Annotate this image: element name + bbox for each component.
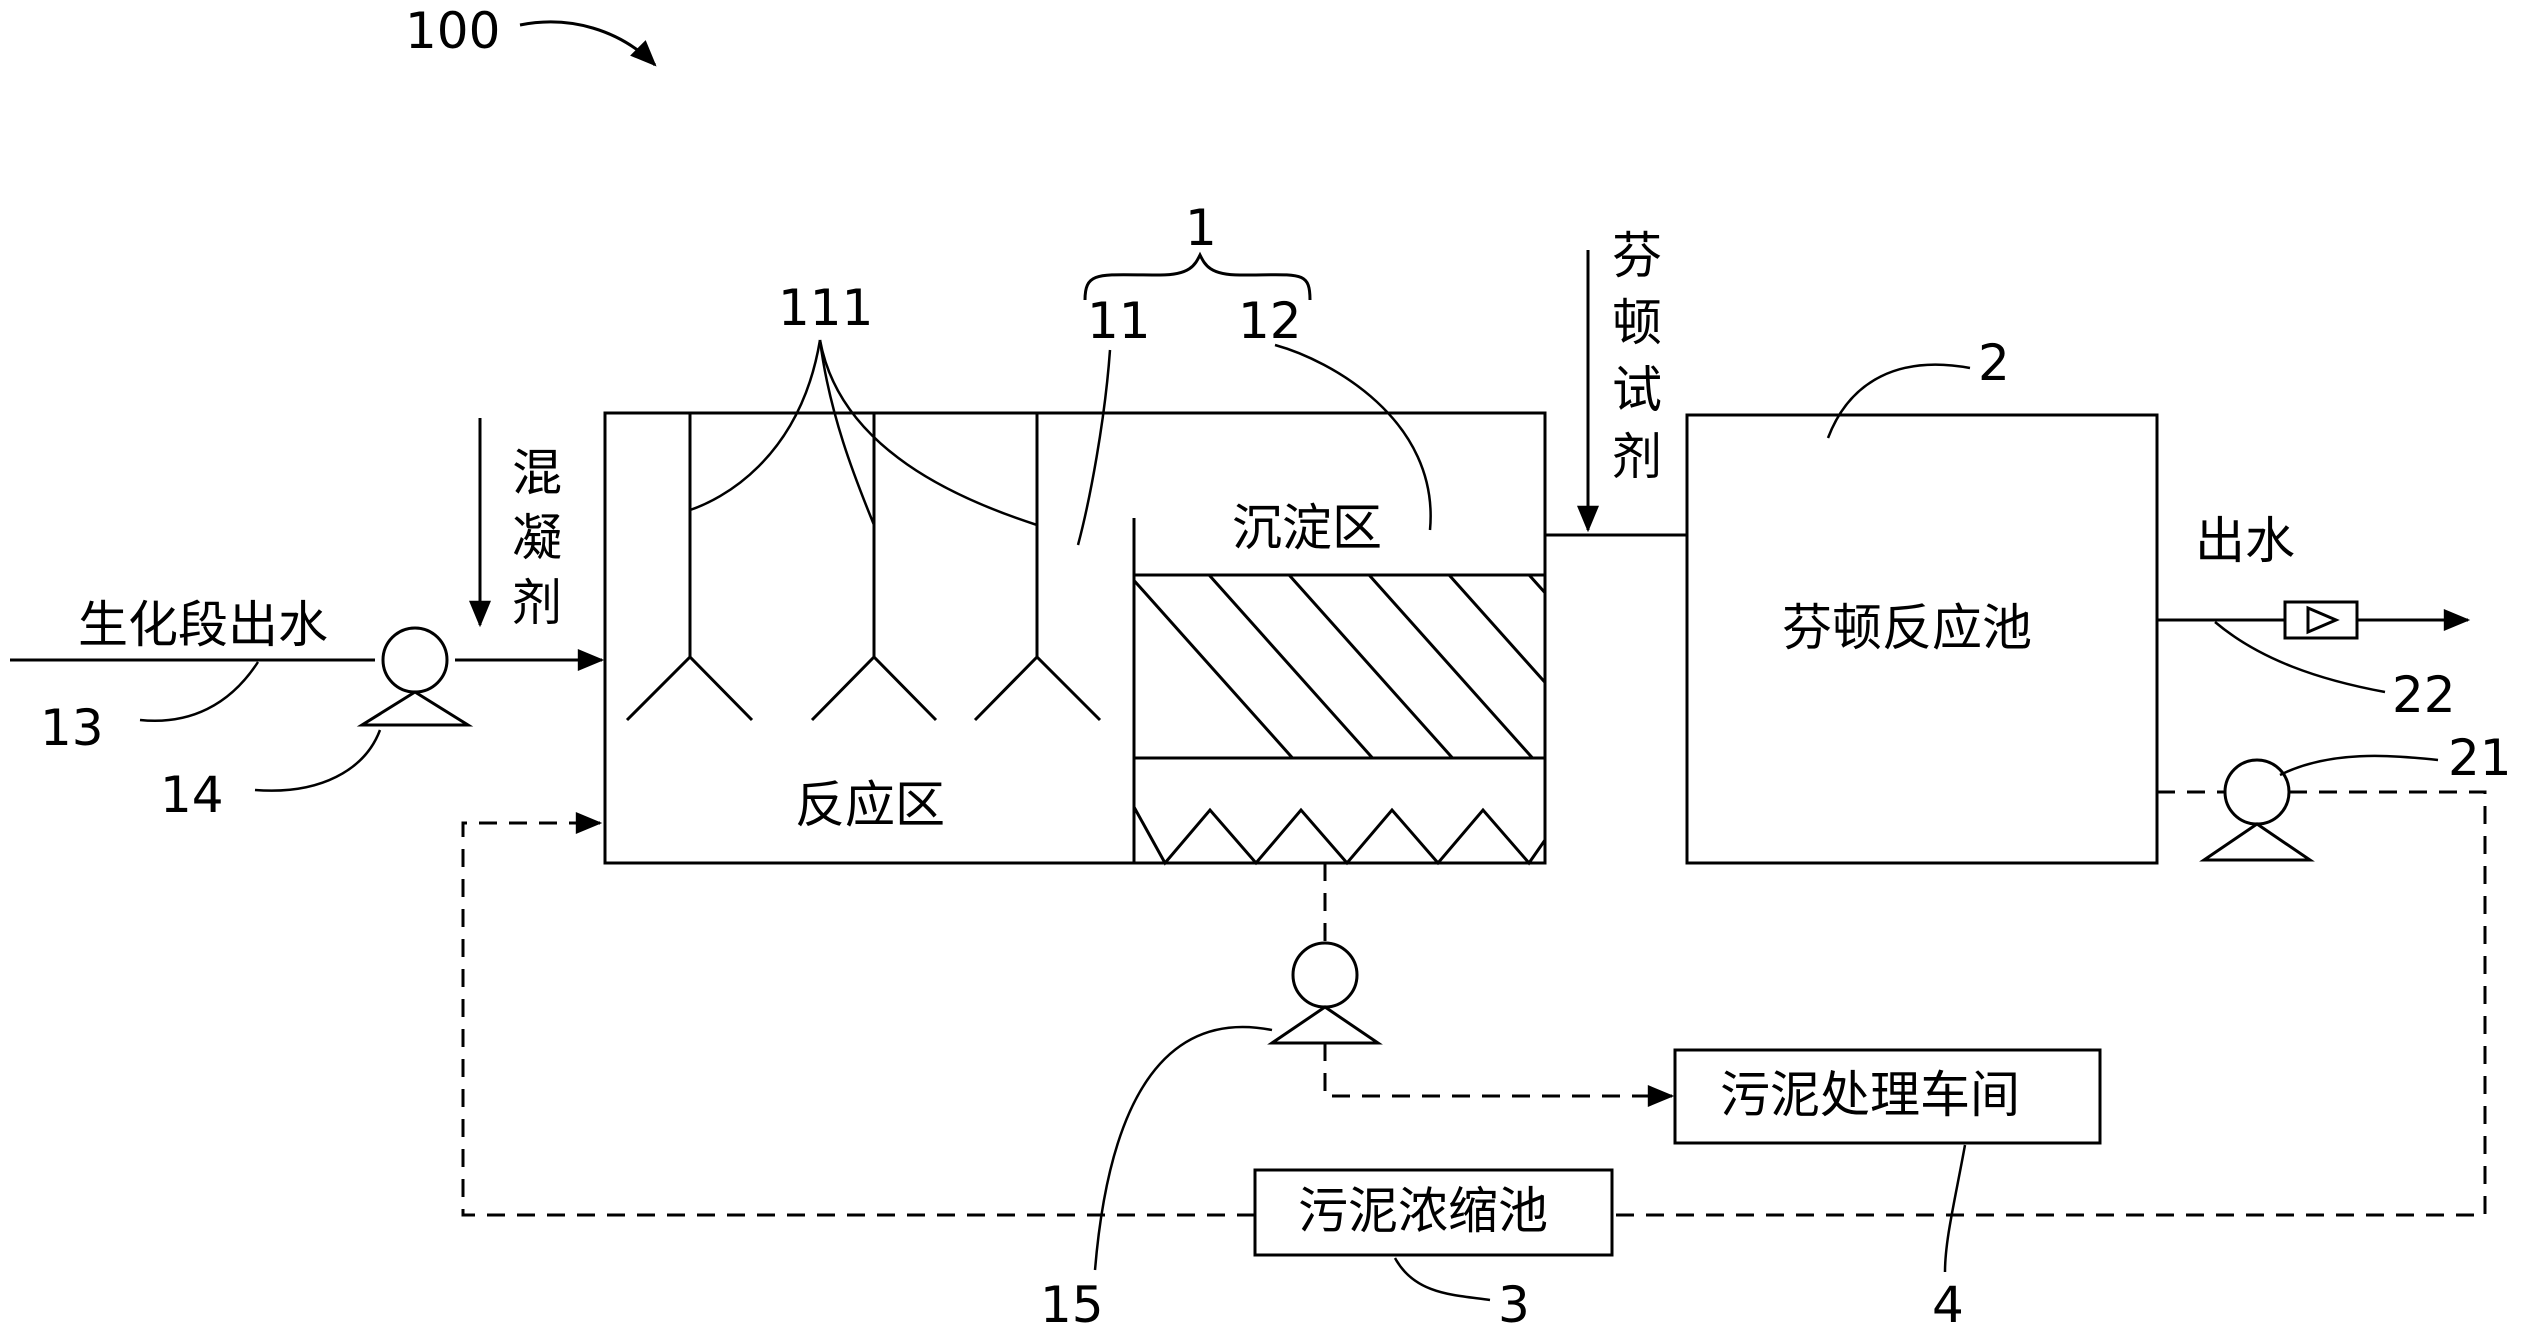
leader-11 bbox=[1076, 349, 1112, 546]
ref-2: 2 bbox=[1978, 334, 2010, 392]
leader-2 bbox=[1826, 363, 1971, 439]
ref-12: 12 bbox=[1238, 292, 1302, 350]
leader-15 bbox=[1093, 1025, 1273, 1271]
fenton-reagent-char-1: 芬 bbox=[1612, 227, 1662, 285]
sludge-pump bbox=[1267, 941, 1383, 1045]
figure-ref-label: 100 bbox=[405, 2, 500, 60]
ref-4: 4 bbox=[1932, 1276, 1964, 1334]
leader-13 bbox=[139, 661, 260, 722]
leader-12 bbox=[1274, 343, 1432, 531]
distributor-3 bbox=[973, 413, 1102, 722]
sludge-workshop-label: 污泥处理车间 bbox=[1720, 1066, 2020, 1124]
leader-4 bbox=[1943, 1144, 1967, 1273]
coagulant-char-1: 混 bbox=[512, 444, 562, 502]
fenton-reagent-char-3: 试 bbox=[1612, 361, 1662, 419]
leader-111-a bbox=[689, 339, 822, 512]
fenton-pool-label: 芬顿反应池 bbox=[1782, 599, 2032, 657]
ref-22: 22 bbox=[2392, 666, 2456, 724]
reaction-zone-label: 反应区 bbox=[795, 776, 945, 834]
outlet-valve bbox=[2283, 600, 2359, 640]
sludge-to-workshop-line bbox=[1323, 1043, 1675, 1107]
ref-11: 11 bbox=[1087, 292, 1151, 350]
distributor-2 bbox=[810, 413, 938, 722]
coagulant-char-2: 凝 bbox=[512, 509, 562, 567]
sludge-thickening-tank bbox=[1253, 1168, 1614, 1257]
coagulant-char-3: 剂 bbox=[512, 574, 562, 632]
leader-111-b bbox=[818, 339, 876, 526]
distributor-1 bbox=[625, 413, 754, 722]
ref-111: 111 bbox=[778, 279, 873, 337]
sludge-hopper-zigzag bbox=[1132, 806, 1547, 866]
leader-22 bbox=[2214, 621, 2386, 694]
sludge-treatment-workshop bbox=[1673, 1048, 2102, 1145]
sludge-tank-label: 污泥浓缩池 bbox=[1298, 1182, 1548, 1240]
effluent-label: 出水 bbox=[2195, 512, 2295, 570]
leader-21 bbox=[2279, 754, 2439, 777]
fenton-reagent-char-2: 顿 bbox=[1612, 294, 1662, 352]
filter-media-hatch bbox=[1134, 575, 1545, 758]
ref-14: 14 bbox=[160, 766, 224, 824]
coagulation-tank bbox=[603, 411, 1547, 865]
leader-111-c bbox=[818, 339, 1038, 527]
ref-21: 21 bbox=[2448, 729, 2512, 787]
system-brace bbox=[1083, 251, 1312, 301]
feed-pump bbox=[356, 626, 474, 727]
recycle-line-b bbox=[1612, 790, 2487, 1217]
sludge-return-line bbox=[461, 812, 1255, 1217]
recycle-pump bbox=[2199, 758, 2315, 862]
leader-3 bbox=[1393, 1257, 1491, 1302]
fenton-reagent-char-4: 剂 bbox=[1612, 428, 1662, 486]
fenton-reaction-pool bbox=[1685, 413, 2159, 865]
ref-1: 1 bbox=[1185, 199, 1217, 257]
leader-14 bbox=[254, 729, 382, 792]
influent-label: 生化段出水 bbox=[78, 596, 328, 654]
ref-15: 15 bbox=[1040, 1276, 1104, 1334]
ref-13: 13 bbox=[40, 699, 104, 757]
settling-zone-label: 沉淀区 bbox=[1232, 499, 1382, 557]
ref-3: 3 bbox=[1498, 1276, 1530, 1334]
figure-ref-arrow bbox=[519, 20, 657, 67]
